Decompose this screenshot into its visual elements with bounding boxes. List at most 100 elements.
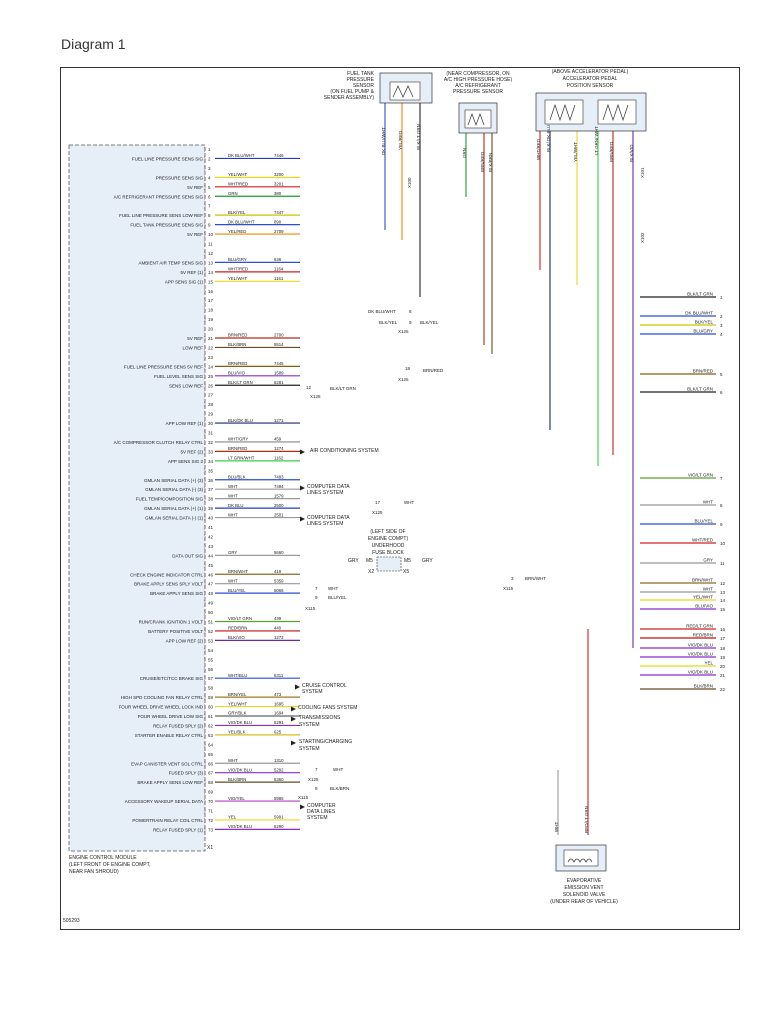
ecm-pin-number: 3 [208, 166, 211, 171]
ecm-pin-number: 64 [208, 742, 214, 747]
pin-bracket: ) [204, 279, 206, 285]
pin-bracket: ) [204, 629, 206, 635]
ecm-pin-number: 24 [208, 364, 214, 369]
ecm-pin-number: 22 [208, 345, 214, 350]
ecm-box [68, 144, 206, 852]
harness-wire-number: 7 [720, 476, 723, 481]
dest-cooling: COOLING FANS SYSTEM [298, 705, 357, 711]
evap-pin-1-label: WHT [554, 822, 559, 832]
harness-wire-number: 4 [720, 332, 723, 337]
pin-bracket: ) [204, 752, 206, 758]
fuse-block-left-color: GRY [348, 558, 359, 564]
wire-circuit-number: 7445 [274, 361, 284, 366]
pin-bracket: ) [204, 563, 206, 569]
ecm-pin-number: 21 [208, 336, 214, 341]
wire-color-label: VIO/DK BLU [228, 824, 252, 829]
inline-x125-f-label: WHT [333, 767, 343, 772]
wire-color-label: BRN/RED [228, 333, 247, 338]
ecm-pin-label: LOW REF [182, 345, 203, 350]
wire-circuit-number: 1579 [274, 493, 284, 498]
ecm-pin-number: 5 [208, 185, 211, 190]
pin-bracket: ) [204, 431, 206, 437]
harness-wire-number: 11 [720, 561, 725, 566]
app-pin-d-label: BLK/ DK BLU [546, 125, 551, 152]
pin-bracket: ) [204, 383, 206, 389]
pin-bracket: ) [204, 487, 206, 493]
ecm-pin-label: FUEL TANK PRESSURE SENS SIG [130, 223, 203, 228]
wire-circuit-number: 459 [274, 437, 282, 442]
ecm-pin-number: 57 [208, 676, 214, 681]
ecm-pin-number: 49 [208, 601, 214, 606]
arrow-icon [291, 740, 296, 746]
pin-bracket: ) [204, 516, 206, 522]
pin-bracket: ) [204, 204, 206, 210]
ecm-pin-number: 51 [208, 620, 214, 625]
pin-bracket: ) [204, 620, 206, 626]
wire-color-label: BLK/LT GRN [228, 380, 253, 385]
harness-wire-number: 5 [720, 372, 723, 377]
ecm-pin-label: RELAY FUSED SPLY (1) [153, 827, 203, 832]
wire-color-label: BLU/VIO [228, 371, 246, 376]
harness-wire-label: WHT [703, 587, 713, 592]
wire-color-label: VIO/YEL [228, 796, 245, 801]
dest-computer-data-3a: COMPUTER [307, 803, 336, 809]
wire-color-label: WHT [228, 512, 238, 517]
ecm-pin-number: 46 [208, 572, 214, 577]
inline-x100-label: X100 [407, 177, 412, 188]
wire-circuit-number: 5291 [274, 720, 284, 725]
inline-x115-d-pin: 8 [315, 786, 318, 791]
ecm-pin-number: 27 [208, 393, 214, 398]
wire-circuit-number: 5514 [274, 342, 284, 347]
inline-x115-a-label: WHT [328, 586, 338, 591]
ecm-pin-label: ACCESSORY WAKEUP SERIAL DATA [125, 799, 203, 804]
arrow-icon [291, 706, 296, 712]
ecm-pin-label: CRUISE/ETC/TCC BRAKE SIG [140, 676, 204, 681]
pin-bracket: ) [204, 705, 206, 711]
arrow-icon [300, 516, 305, 522]
pin-bracket: ) [204, 468, 206, 474]
harness-wire-label: YEL/WHT [693, 595, 713, 600]
harness-wire-number: 12 [720, 581, 726, 586]
pin-bracket: ) [204, 638, 206, 644]
pin-bracket: ) [204, 298, 206, 304]
fuel-tank-pressure-sensor: FUEL TANK PRESSURE SENSOR (ON FUEL PUMP … [324, 71, 433, 155]
pin-bracket: ) [204, 790, 206, 796]
wire-color-label: WHT/RED [228, 267, 248, 272]
ecm-pin-label: SENS LOW REF [169, 383, 203, 388]
pin-bracket: ) [204, 185, 206, 191]
ecm-pin-number: 71 [208, 809, 214, 814]
arrow-icon [300, 804, 305, 810]
fuel-tank-line-2: PRESSURE [346, 77, 374, 83]
inline-x125-c-label: BRN/RED [423, 368, 444, 373]
wire-color-label: YEL/BLK [228, 730, 246, 735]
ecm-pin-label: GMLAN SERIAL DATA (+) (1) [144, 506, 204, 511]
pin-bracket: ) [204, 582, 206, 588]
inline-x125-e-pin: 17 [375, 500, 381, 505]
wire-color-label: GRN [228, 191, 238, 196]
harness-wire-label: BLU/YEL [694, 519, 713, 524]
ecm-pin-number: 63 [208, 733, 214, 738]
app-pin-f-label: YEL/WHT [573, 142, 578, 162]
ecm-pin-label: BRAKE APPLY SENS SIG [150, 591, 203, 596]
ecm-pin-label: BRAKE APPLY SENS LOW REF [137, 780, 203, 785]
pin-bracket: ) [204, 506, 206, 512]
wire-circuit-number: 3200 [274, 172, 284, 177]
inline-x125-b-right: BLK/YEL [420, 320, 439, 325]
wire-color-label: DK BLU [228, 503, 244, 508]
dest-cruise-b: SYSTEM [302, 689, 323, 695]
pin-bracket: ) [204, 317, 206, 323]
ecm-pin-number: 54 [208, 648, 214, 653]
wire-circuit-number: 2500 [274, 503, 284, 508]
ecm-title-1: ENGINE CONTROL MODULE [69, 855, 137, 861]
wire-circuit-number: 1162 [274, 456, 284, 461]
pin-bracket: ) [204, 449, 206, 455]
pin-bracket: ) [204, 601, 206, 607]
ecm-pin-number: 66 [208, 761, 214, 766]
pin-bracket: ) [204, 695, 206, 701]
ecm-pin-number: 32 [208, 440, 214, 445]
ecm-pin-number: 45 [208, 563, 214, 568]
ecm-pin-label: 5V REF (1) [180, 270, 203, 275]
ecm-title-2: (LEFT FRONT OF ENGINE COMPT, [69, 862, 151, 868]
wire-circuit-number: 5292 [274, 767, 284, 772]
app-pin-a-label: BLK/VIO [629, 144, 634, 162]
